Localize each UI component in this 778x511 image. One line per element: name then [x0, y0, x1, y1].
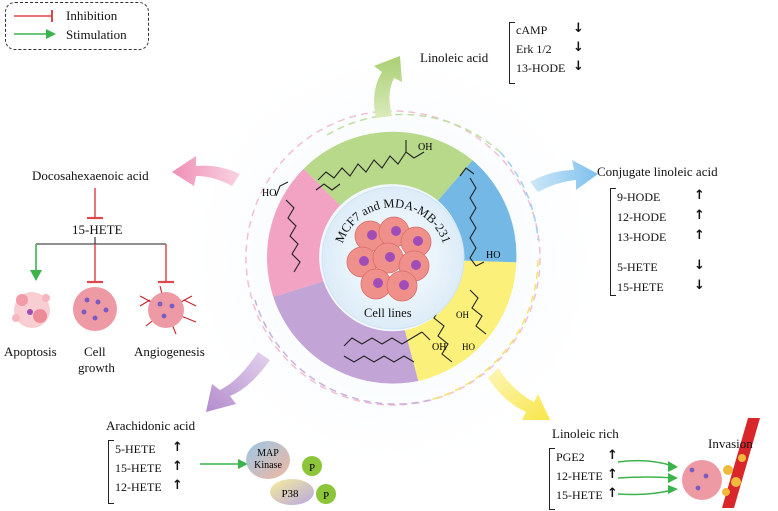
linoleic-rich-arrow-1: ↑ [607, 467, 618, 482]
conjugate-arrow-3: ↓ [694, 258, 705, 273]
conjugate-molecule [469, 177, 477, 267]
conjugate-item-1: 12-HODE [617, 210, 667, 224]
arachidonic-item-2: 12-HETE [115, 480, 162, 494]
arachidonic-molecule [343, 331, 423, 347]
arachidonic-oh-label: OH [432, 342, 446, 353]
kinase-label: Kinase [254, 460, 282, 471]
linoleic-rich-item-1: 12-HETE [556, 469, 603, 483]
angiogenesis-image [139, 285, 197, 335]
linoleic-item-0: cAMP [516, 23, 548, 37]
cell-nucleus [399, 280, 409, 290]
p38-label: P38 [281, 488, 299, 500]
map-label: MAP [257, 448, 279, 459]
outcome-cell: Cell [84, 344, 106, 359]
linoleic-title: Linoleic acid [420, 50, 489, 65]
invasion-image [682, 418, 760, 508]
conjugate-ho-label: HO [486, 250, 500, 261]
outcome-growth: growth [78, 360, 115, 375]
conjugate-item-4: 15-HETE [617, 280, 664, 294]
arachidonic-item-1: 15-HETE [115, 461, 162, 475]
invasion-label: Invasion [708, 436, 753, 451]
arachidonic-arrow-1: ↑ [172, 459, 183, 474]
map-kinase-complex [246, 441, 336, 505]
linoleic-molecule [317, 151, 415, 181]
invasion-arrows [617, 459, 673, 496]
yellow-sector-linoleic-rich [404, 260, 517, 381]
dha-molecule [285, 199, 301, 273]
outcome-apoptosis: Apoptosis [4, 344, 57, 359]
purple-sector-arachidonic [273, 281, 419, 384]
conjugate-arrow-0: ↑ [694, 188, 705, 203]
apoptosis-image [12, 292, 50, 328]
arachidonic-item-0: 5-HETE [115, 442, 156, 456]
conjugate-item-2: 13-HODE [617, 230, 667, 244]
conjugate-title: Conjugate linoleic acid [597, 164, 718, 179]
conjugate-arrow-1: ↑ [694, 208, 705, 223]
outcome-angiogenesis: Angiogenesis [134, 344, 205, 359]
dha-tree [30, 188, 174, 284]
legend-box: Inhibition Stimulation [5, 2, 149, 50]
linoleic-rich-item-0: PGE2 [556, 450, 585, 464]
center-subtitle: Cell lines [364, 306, 412, 320]
linoleic-arrow-1: ↓ [573, 40, 584, 55]
dha-ho-label: HO [262, 188, 276, 199]
arrow-to-conjugate [530, 160, 598, 192]
arachidonic-arrow-2: ↑ [172, 478, 183, 493]
linoleic-rich-ho-label: HO [462, 342, 475, 352]
phospho-label-2: P [323, 490, 329, 502]
arrow-to-docosahexaenoic [172, 156, 240, 186]
cancer-cells-cluster [346, 216, 432, 302]
linoleic-rich-arrow-0: ↑ [607, 448, 618, 463]
conjugate-item-3: 5-HETE [617, 260, 658, 274]
blue-sector-conjugate [437, 160, 517, 263]
linoleic-arrow-0: ↓ [573, 21, 584, 36]
conjugate-arrow-2: ↑ [694, 228, 705, 243]
cell-nucleus [391, 226, 401, 236]
cell-nucleus [373, 278, 383, 288]
linoleic-item-1: Erk 1/2 [516, 42, 552, 56]
pink-sector-docosahexaenoic [267, 168, 341, 297]
arrow-to-linoleic-rich [488, 368, 550, 420]
legend-inhibition: Inhibition [66, 8, 118, 23]
arrow-to-arachidonic [206, 352, 270, 412]
arrow-to-linoleic [374, 56, 402, 118]
arachidonic-title: Arachidonic acid [106, 418, 196, 433]
cell-nucleus [385, 252, 395, 262]
linoleic-item-2: 13-HODE [516, 61, 566, 75]
conjugate-item-0: 9-HODE [617, 190, 661, 204]
cell-nucleus [413, 236, 423, 246]
linoleic-rich-arrow-2: ↑ [607, 486, 618, 501]
linoleic-arrow-2: ↓ [573, 59, 584, 74]
legend-stimulation: Stimulation [66, 27, 127, 42]
fatty-acid-wheel [245, 110, 541, 406]
conjugate-arrow-4: ↓ [694, 278, 705, 293]
linoleic-oh-label: OH [418, 142, 432, 153]
dha-mediator: 15-HETE [72, 222, 123, 237]
phospho-label-1: P [309, 462, 315, 474]
linoleic-rich-oh-label: OH [456, 310, 469, 320]
cell-nucleus [367, 230, 377, 240]
green-sector-linoleic [303, 131, 473, 206]
cell-nucleus [411, 260, 421, 270]
arachidonic-arrow-0: ↑ [172, 440, 183, 455]
cell-growth-image [73, 287, 117, 331]
linoleic-rich-item-2: 15-HETE [556, 488, 603, 502]
dha-title: Docosahexaenoic acid [32, 168, 149, 183]
linoleic-rich-title: Linoleic rich [552, 426, 619, 441]
cell-nucleus [359, 256, 369, 266]
